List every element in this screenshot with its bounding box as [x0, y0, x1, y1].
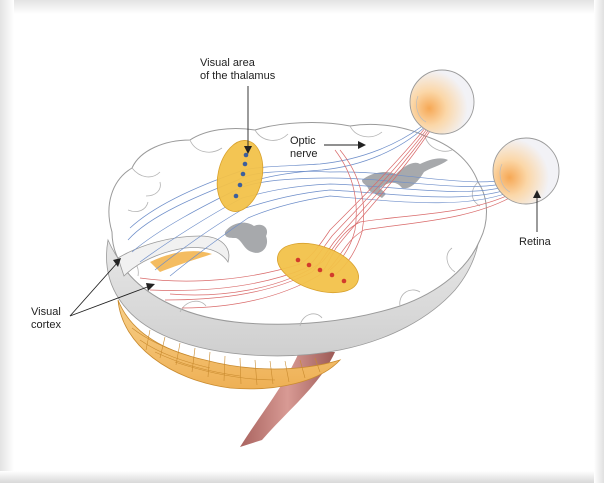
eye-upper [410, 70, 474, 134]
retina-label: Retina [519, 236, 551, 249]
thalamus-label: Visual area of the thalamus [200, 57, 275, 83]
optic-nerve-label: Optic nerve [290, 135, 318, 161]
eye-lower [493, 138, 559, 204]
visual-cortex-label: Visual cortex [31, 306, 61, 332]
